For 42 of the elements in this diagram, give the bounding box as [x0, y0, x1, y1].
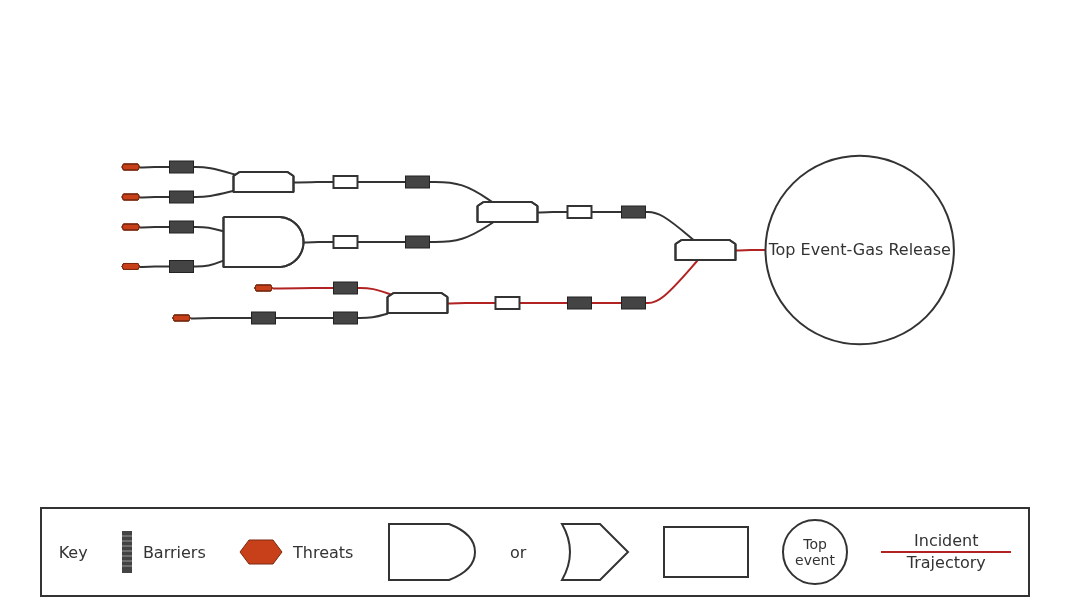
- connector: [590, 211, 623, 213]
- legend-label: Barriers: [142, 542, 206, 562]
- connector: [271, 287, 335, 290]
- connector: [644, 211, 695, 242]
- node-bar: [404, 175, 430, 189]
- connector: [428, 181, 494, 204]
- connector: [644, 259, 699, 304]
- key-label: Key: [58, 542, 88, 562]
- node-box: [332, 175, 359, 189]
- node-box: [494, 296, 521, 310]
- connector: [590, 302, 623, 304]
- node-bar: [620, 205, 646, 219]
- connector: [138, 196, 171, 199]
- node-bar: [168, 190, 194, 204]
- node-bar: [250, 311, 276, 325]
- legend-label: Top event: [794, 536, 836, 568]
- connector: [189, 317, 253, 320]
- node-bar: [566, 296, 592, 310]
- connector: [356, 287, 393, 296]
- connector: [302, 241, 335, 244]
- connector: [518, 302, 569, 304]
- node-box: [566, 205, 593, 219]
- node-bar: [620, 296, 646, 310]
- connector: [138, 265, 171, 268]
- node-bar: [404, 235, 430, 249]
- connector: [356, 241, 407, 243]
- node-bar: [332, 281, 358, 295]
- connector: [356, 312, 389, 319]
- node-circle: Top Event-Gas Release: [764, 154, 955, 346]
- node-bar: [168, 260, 194, 273]
- connector: [274, 317, 335, 319]
- connector: [138, 166, 171, 169]
- key-label: or: [509, 542, 527, 562]
- node-bar: [168, 160, 194, 174]
- connector: [192, 166, 237, 176]
- node-box: [332, 235, 359, 249]
- node-bar: [168, 220, 194, 234]
- node-bar: [332, 311, 358, 325]
- connector: [356, 181, 407, 183]
- connector: [138, 226, 171, 229]
- connector: [428, 221, 494, 243]
- legend-label: Threats: [293, 542, 354, 562]
